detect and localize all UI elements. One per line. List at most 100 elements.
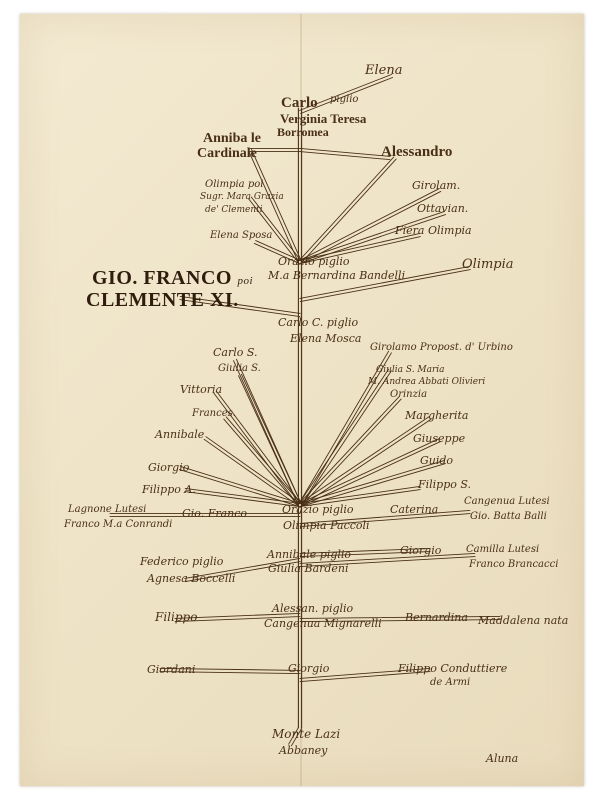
branch-filippo-3 [174, 612, 301, 623]
name-elena-sposa: Elena Sposa [210, 230, 273, 241]
name-annibale: Anniba le [203, 131, 261, 146]
branch-root [288, 726, 302, 747]
branch-margherita [298, 416, 432, 507]
name-girolamo: Girolam. [412, 179, 461, 192]
name-maddalena: Maddalena nata [478, 614, 569, 627]
name-carlo-c: Carlo C. piglio [278, 316, 359, 329]
branch-giulia-s [238, 373, 302, 507]
name-annibale-piglio: Annibale piglio [267, 548, 352, 561]
name-giulia-s: Giulia S. [218, 363, 261, 374]
name-giordani: Giordani [147, 663, 196, 676]
title-clemente-xi: CLEMENTE XI. [86, 289, 239, 311]
branch-olimpia-right [299, 265, 471, 303]
name-filippo-conduttiere: Filippo Conduttiere [398, 662, 508, 675]
branch-annibale-s [203, 436, 302, 507]
branch-fiera-olimpia [299, 232, 421, 265]
name-giulia-maria: Giulia S. Maria [376, 365, 445, 375]
name-center-orazio: Orazio piglio [282, 503, 354, 516]
branch-filippo-a [184, 487, 301, 508]
name-giorgio-2: Giorgio [400, 544, 442, 557]
branch-vittoria [213, 390, 302, 507]
name-bernardina-bandelli: M.a Bernardina Bandelli [268, 269, 406, 282]
name-giorgio: Giorgio [148, 461, 190, 474]
branch-giuseppe [298, 438, 442, 507]
name-gio-franco: Gio. Franco [182, 507, 248, 520]
branch-filippo-s [299, 485, 421, 508]
name-batta-balli: Gio. Batta Balli [470, 511, 547, 522]
name-olimpia-paccoli: Olimpia Paccoli [283, 519, 370, 532]
branch-clemente [179, 295, 301, 318]
branch-giulia-r [298, 368, 392, 507]
branch-guido [299, 460, 446, 507]
name-olimpia-sugr: Olimpia poi [205, 179, 264, 190]
branch-maddalena [299, 615, 501, 623]
name-root-2: Abbaney [279, 744, 328, 757]
name-cangenua-mignarelli: Cangenua Mignarelli [264, 617, 382, 630]
name-franco-brancacci: Franco Brancacci [469, 559, 559, 570]
branch-elena-sposa [253, 240, 302, 264]
name-filippo-s: Filippo S. [418, 478, 472, 491]
signature-aluna: Aluna [486, 752, 519, 765]
name-carlo-note: piglio [330, 94, 359, 105]
branch-ottaviano [299, 211, 446, 264]
name-elena-mosca: Elena Mosca [290, 332, 362, 345]
trunk-line [297, 107, 303, 729]
name-lagnone-lutesi: Lagnone Lutesi [68, 504, 147, 515]
name-agnesa-boccelli: Agnesa Boccelli [147, 572, 236, 585]
branch-alessandro [299, 147, 391, 161]
name-filippo-a: Filippo A. [142, 483, 196, 496]
name-andrea-abbati: M. Andrea Abbati Olivieri [368, 377, 486, 387]
name-alessan-piglio: Alessan. piglio [272, 602, 354, 615]
name-giorgio-3: Giorgio [288, 662, 330, 675]
paper-fold [300, 14, 302, 786]
branch-annibale-2 [248, 148, 302, 264]
name-verginia-teresa: Verginia Teresa [280, 111, 367, 126]
title-gio-franco: GIO. FRANCO poi [92, 267, 254, 289]
branch-girolamo [298, 188, 442, 264]
name-guido: Guido [420, 454, 454, 467]
name-francesco: Frances. [192, 408, 236, 419]
name-orazio: Orazio piglio [278, 255, 350, 268]
branch-elena [298, 74, 394, 114]
name-alessandro: Alessandro [381, 144, 453, 160]
name-cangenua-lutesi: Cangenua Lutesi [464, 496, 550, 507]
name-borromea: Borromea [277, 125, 329, 139]
name-ottaviano: Ottavian. [417, 202, 469, 215]
name-annibale-s: Annibale [155, 428, 205, 441]
name-margherita: Margherita [405, 409, 469, 422]
name-vittoria: Vittoria [180, 383, 223, 396]
name-carlo: Carlo [281, 95, 318, 111]
name-camilla-lutesi: Camilla Lutesi [466, 544, 540, 555]
name-elena: Elena [365, 63, 403, 78]
branch-orinzia [298, 396, 402, 507]
name-annibale-note: Cardinale [197, 146, 257, 161]
name-olimpia-sugr-2: Sugr. Mara Grazia [200, 192, 284, 202]
name-carlo-s: Carlo S. [213, 346, 258, 359]
branch-giorgio-2 [299, 547, 431, 558]
branch-annibale [249, 147, 301, 153]
name-giuseppe: Giuseppe [413, 432, 466, 445]
branch-francesco [223, 416, 302, 507]
branch-federico [184, 557, 301, 583]
name-girolamo-proposto: Girolamo Propost. d' Urbino [370, 342, 513, 353]
name-root: Monte Lazi [272, 727, 341, 741]
name-franco-conrandi: Franco M.a Conrandi [64, 519, 173, 530]
branch-filippo-4 [299, 667, 431, 683]
name-caterina: Caterina [390, 503, 439, 516]
name-federico: Federico piglio [140, 555, 224, 568]
branch-giordani [159, 667, 301, 675]
name-giulia-bardeni: Giulia Bardeni [268, 562, 349, 575]
branch-lagnone [109, 512, 301, 518]
name-fiera-olimpia: Fiera Olimpia [395, 224, 472, 237]
name-bernardina-2: Bernardina [405, 611, 468, 624]
branch-alessandro-2 [298, 156, 397, 264]
name-orinzia: Orinzia [390, 389, 428, 400]
name-olimpia-sugr-3: de' Clementi [205, 205, 263, 215]
name-olimpia-right: Olimpia [462, 257, 514, 272]
branch-cangenua [299, 509, 471, 528]
branch-girolamo-p [298, 350, 392, 507]
name-de-armi: de Armi [430, 677, 471, 688]
branch-camilla [299, 552, 476, 568]
name-filippo-3: Filippo [155, 610, 198, 624]
